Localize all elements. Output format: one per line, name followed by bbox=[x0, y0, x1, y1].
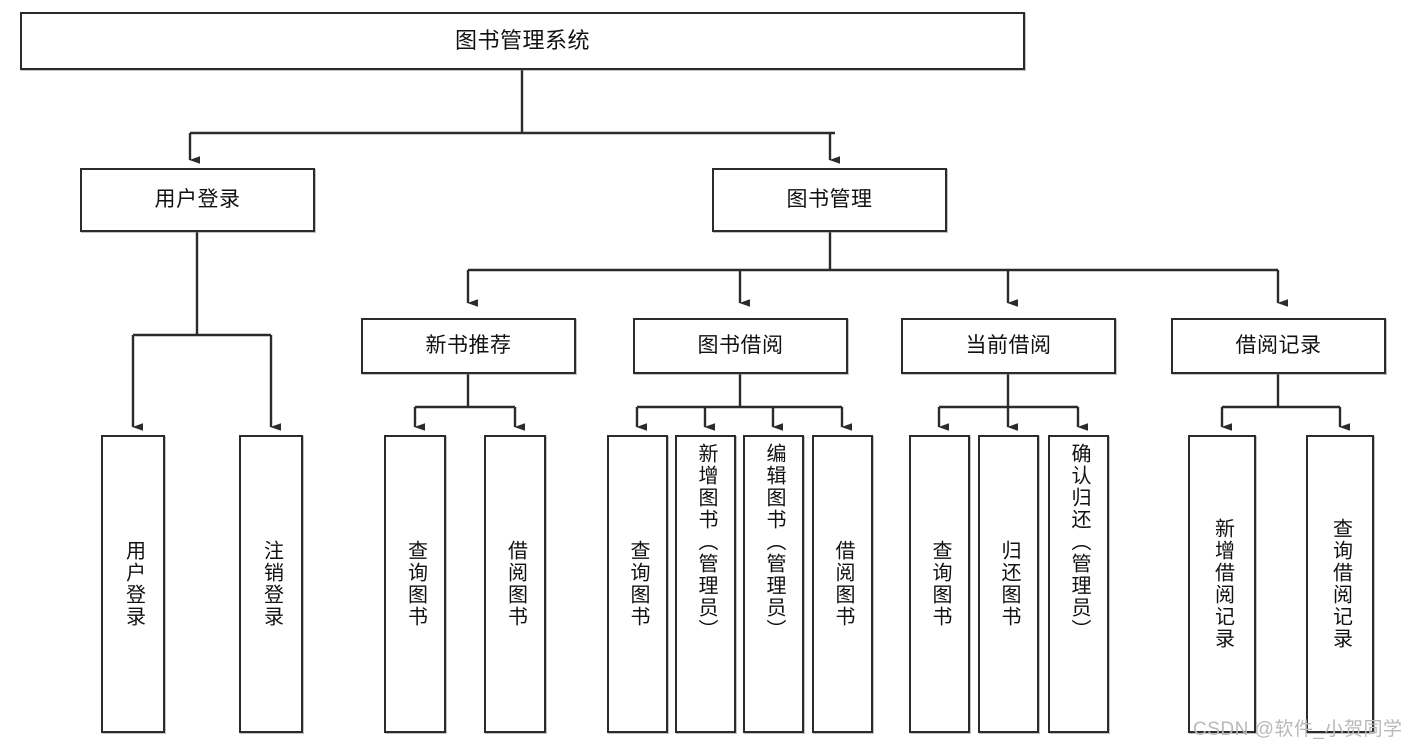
node-leaf-current-borrow-3[interactable]: 确认归还（管理员） bbox=[1048, 435, 1109, 733]
node-book-manage-label: 图书管理 bbox=[786, 187, 873, 211]
node-leaf-book-borrow-2[interactable]: 新增图书（管理员） bbox=[675, 435, 736, 733]
node-leaf-user-login-2-label: 注销登录 bbox=[260, 540, 283, 628]
node-current-borrow[interactable]: 当前借阅 bbox=[901, 318, 1116, 374]
node-new-book-recommend-label: 新书推荐 bbox=[425, 333, 512, 357]
node-leaf-current-borrow-1-label: 查询图书 bbox=[929, 540, 951, 628]
node-leaf-book-borrow-4-label: 借阅图书 bbox=[832, 540, 854, 628]
node-leaf-current-borrow-2[interactable]: 归还图书 bbox=[978, 435, 1039, 733]
node-leaf-new-book-2-label: 借阅图书 bbox=[504, 540, 527, 628]
node-leaf-user-login-1-label: 用户登录 bbox=[122, 540, 145, 628]
node-leaf-borrow-record-1-label: 新增借阅记录 bbox=[1211, 518, 1234, 650]
node-leaf-current-borrow-1[interactable]: 查询图书 bbox=[909, 435, 970, 733]
node-leaf-new-book-1-label: 查询图书 bbox=[404, 540, 427, 628]
node-leaf-book-borrow-1-label: 查询图书 bbox=[627, 540, 649, 628]
node-new-book-recommend[interactable]: 新书推荐 bbox=[361, 318, 576, 374]
node-leaf-user-login-1[interactable]: 用户登录 bbox=[101, 435, 165, 733]
csdn-watermark: CSDN @软件_小贺同学 bbox=[1193, 719, 1403, 740]
node-leaf-new-book-1[interactable]: 查询图书 bbox=[384, 435, 446, 733]
node-book-borrow-label: 图书借阅 bbox=[697, 333, 784, 357]
node-book-borrow[interactable]: 图书借阅 bbox=[633, 318, 848, 374]
node-leaf-borrow-record-2-label: 查询借阅记录 bbox=[1329, 518, 1352, 650]
node-leaf-current-borrow-2-label: 归还图书 bbox=[998, 540, 1020, 628]
node-leaf-new-book-2[interactable]: 借阅图书 bbox=[484, 435, 546, 733]
node-leaf-current-borrow-3-label: 确认归还（管理员） bbox=[1068, 443, 1090, 641]
node-borrow-record-label: 借阅记录 bbox=[1235, 333, 1322, 357]
node-root-system[interactable]: 图书管理系统 bbox=[20, 12, 1025, 70]
node-root-system-label: 图书管理系统 bbox=[454, 28, 590, 54]
node-leaf-book-borrow-3[interactable]: 编辑图书（管理员） bbox=[743, 435, 804, 733]
node-leaf-borrow-record-1[interactable]: 新增借阅记录 bbox=[1188, 435, 1256, 733]
node-book-manage[interactable]: 图书管理 bbox=[712, 168, 947, 232]
node-user-login[interactable]: 用户登录 bbox=[80, 168, 315, 232]
node-leaf-book-borrow-3-label: 编辑图书（管理员） bbox=[763, 443, 785, 641]
node-leaf-book-borrow-4[interactable]: 借阅图书 bbox=[812, 435, 873, 733]
node-borrow-record[interactable]: 借阅记录 bbox=[1171, 318, 1386, 374]
node-leaf-book-borrow-1[interactable]: 查询图书 bbox=[607, 435, 668, 733]
node-leaf-book-borrow-2-label: 新增图书（管理员） bbox=[695, 443, 717, 641]
node-leaf-user-login-2[interactable]: 注销登录 bbox=[239, 435, 303, 733]
node-leaf-borrow-record-2[interactable]: 查询借阅记录 bbox=[1306, 435, 1374, 733]
node-user-login-label: 用户登录 bbox=[154, 187, 241, 211]
node-current-borrow-label: 当前借阅 bbox=[965, 333, 1052, 357]
